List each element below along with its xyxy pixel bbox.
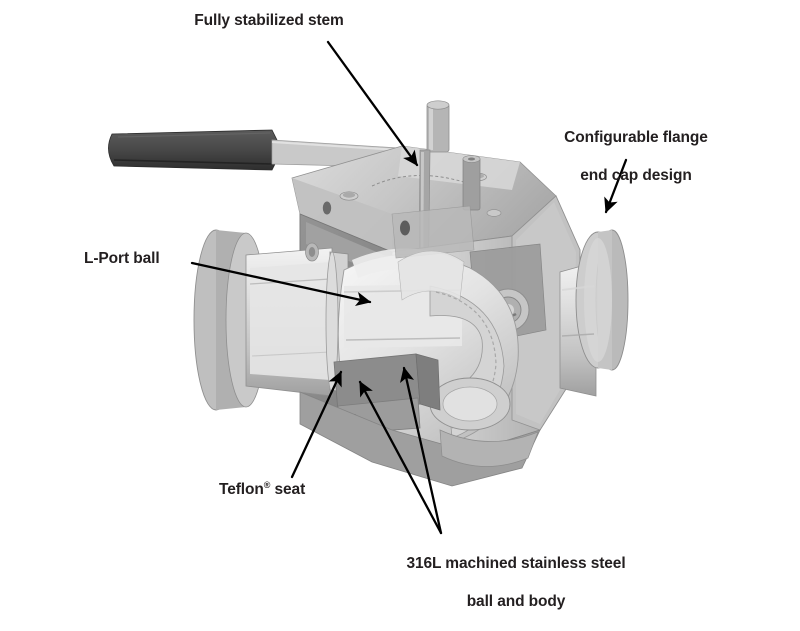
left-flange-end-cap	[193, 229, 349, 411]
callout-line-1: 316L machined stainless steel	[406, 554, 626, 572]
callout-line-2: end cap design	[580, 166, 692, 184]
leader-316l-b	[400, 366, 443, 535]
callout-line-2: ball and body	[466, 592, 566, 610]
leader-teflon-seat	[290, 370, 343, 479]
leader-fully-stabilized-stem	[326, 40, 419, 167]
callout-l-port-ball: L-Port ball	[84, 250, 160, 267]
registered-trademark-mark: ®	[263, 479, 271, 490]
leader-316l-a	[358, 380, 443, 535]
valve-cutaway-illustration	[108, 40, 629, 535]
callout-fully-stabilized-stem: Fully stabilized stem	[194, 12, 344, 29]
seat-word: seat	[270, 481, 306, 498]
body-cut-details	[305, 201, 475, 301]
callout-configurable-flange-end-cap-design: Configurable flange end cap design	[540, 110, 732, 205]
callout-teflon-seat: Teflon® seat	[219, 479, 349, 500]
leader-l-port-ball	[190, 261, 372, 307]
teflon-word: Teflon	[219, 481, 264, 498]
right-flange-end-cap	[559, 229, 629, 397]
figure-canvas: Fully stabilized stem Configurable flang…	[84, 12, 732, 610]
leader-configurable-flange	[604, 158, 628, 214]
leader-lines	[190, 40, 628, 535]
callout-line-1: Configurable flange	[564, 128, 708, 146]
callout-316l-machined-stainless-steel-ball-and-body: 316L machined stainless steel ball and b…	[372, 536, 660, 631]
